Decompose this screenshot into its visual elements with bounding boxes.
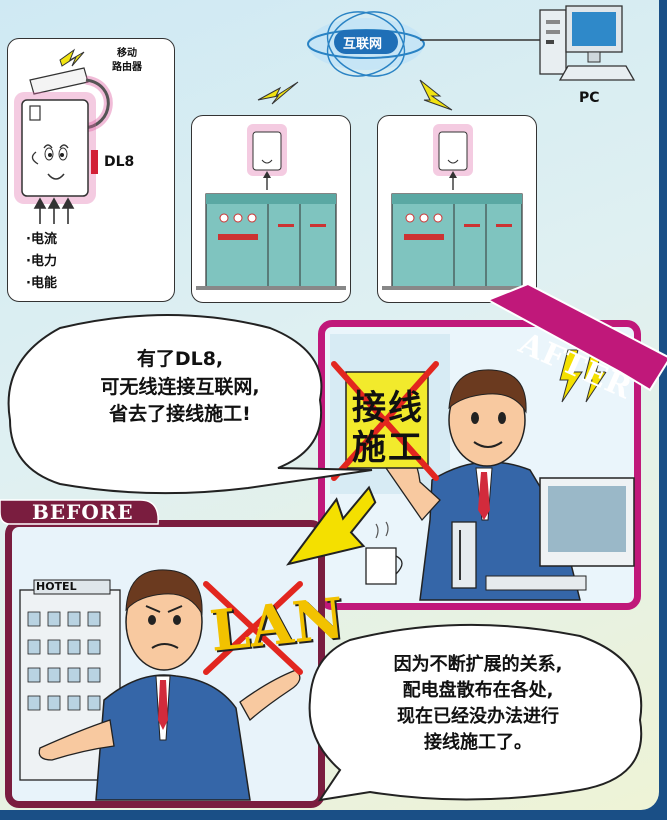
before-bubble-line-2: 配电盘散布在各处, (402, 680, 554, 702)
signal-bolt-right (419, 79, 453, 111)
sign-cross-2 (331, 361, 439, 481)
after-bubble-line-1: 有了DL8, (136, 348, 224, 370)
before-bubble-text: 因为不断扩展的关系, 配电盘散布在各处, 现在已经没办法进行 接线施工了。 (328, 652, 628, 756)
shock-bolt-1 (559, 349, 583, 403)
measure-energy: ·电能 (26, 276, 57, 291)
before-to-after-arrow (285, 485, 377, 566)
hotel-building (19, 579, 121, 781)
before-ribbon-label: BEFORE (32, 500, 134, 524)
sign-text-line2: 施工 (352, 428, 424, 468)
before-bubble-line-3: 现在已经没办法进行 (397, 706, 559, 728)
router-icon (29, 67, 113, 133)
before-character (38, 569, 301, 801)
before-bubble-line-1: 因为不断扩展的关系, (393, 654, 563, 675)
lan-cross-2 (203, 581, 303, 675)
measure-power: ·电力 (26, 254, 57, 269)
before-bubble-line-4: 接线施工了。 (424, 732, 532, 754)
router-signal-icon (59, 48, 85, 67)
internet-globe-icon (307, 11, 425, 77)
hotel-sign: HOTEL (36, 580, 77, 593)
dl8-device-icon (21, 99, 89, 197)
after-bubble-text: 有了DL8, 可无线连接互联网, 省去了接线施工! (44, 346, 316, 429)
internet-label: 互联网 (343, 37, 383, 52)
router-label-line1: 移动 (117, 48, 137, 59)
after-bubble-line-2: 可无线连接互联网, (100, 375, 260, 398)
pc-icon (539, 5, 636, 81)
after-bubble-line-3: 省去了接线施工! (109, 403, 251, 426)
measure-current: ·电流 (26, 232, 57, 247)
device-label: DL8 (104, 154, 135, 170)
cabinet-illustration-2 (382, 124, 532, 290)
input-arrows (33, 197, 75, 224)
cabinet-illustration-1 (196, 124, 346, 290)
router-label-line2: 路由器 (112, 62, 142, 73)
sign-text-line1: 接线 (352, 388, 424, 428)
pc-label: PC (579, 90, 600, 106)
signal-bolt-left (257, 81, 299, 105)
device-marker (91, 150, 98, 174)
